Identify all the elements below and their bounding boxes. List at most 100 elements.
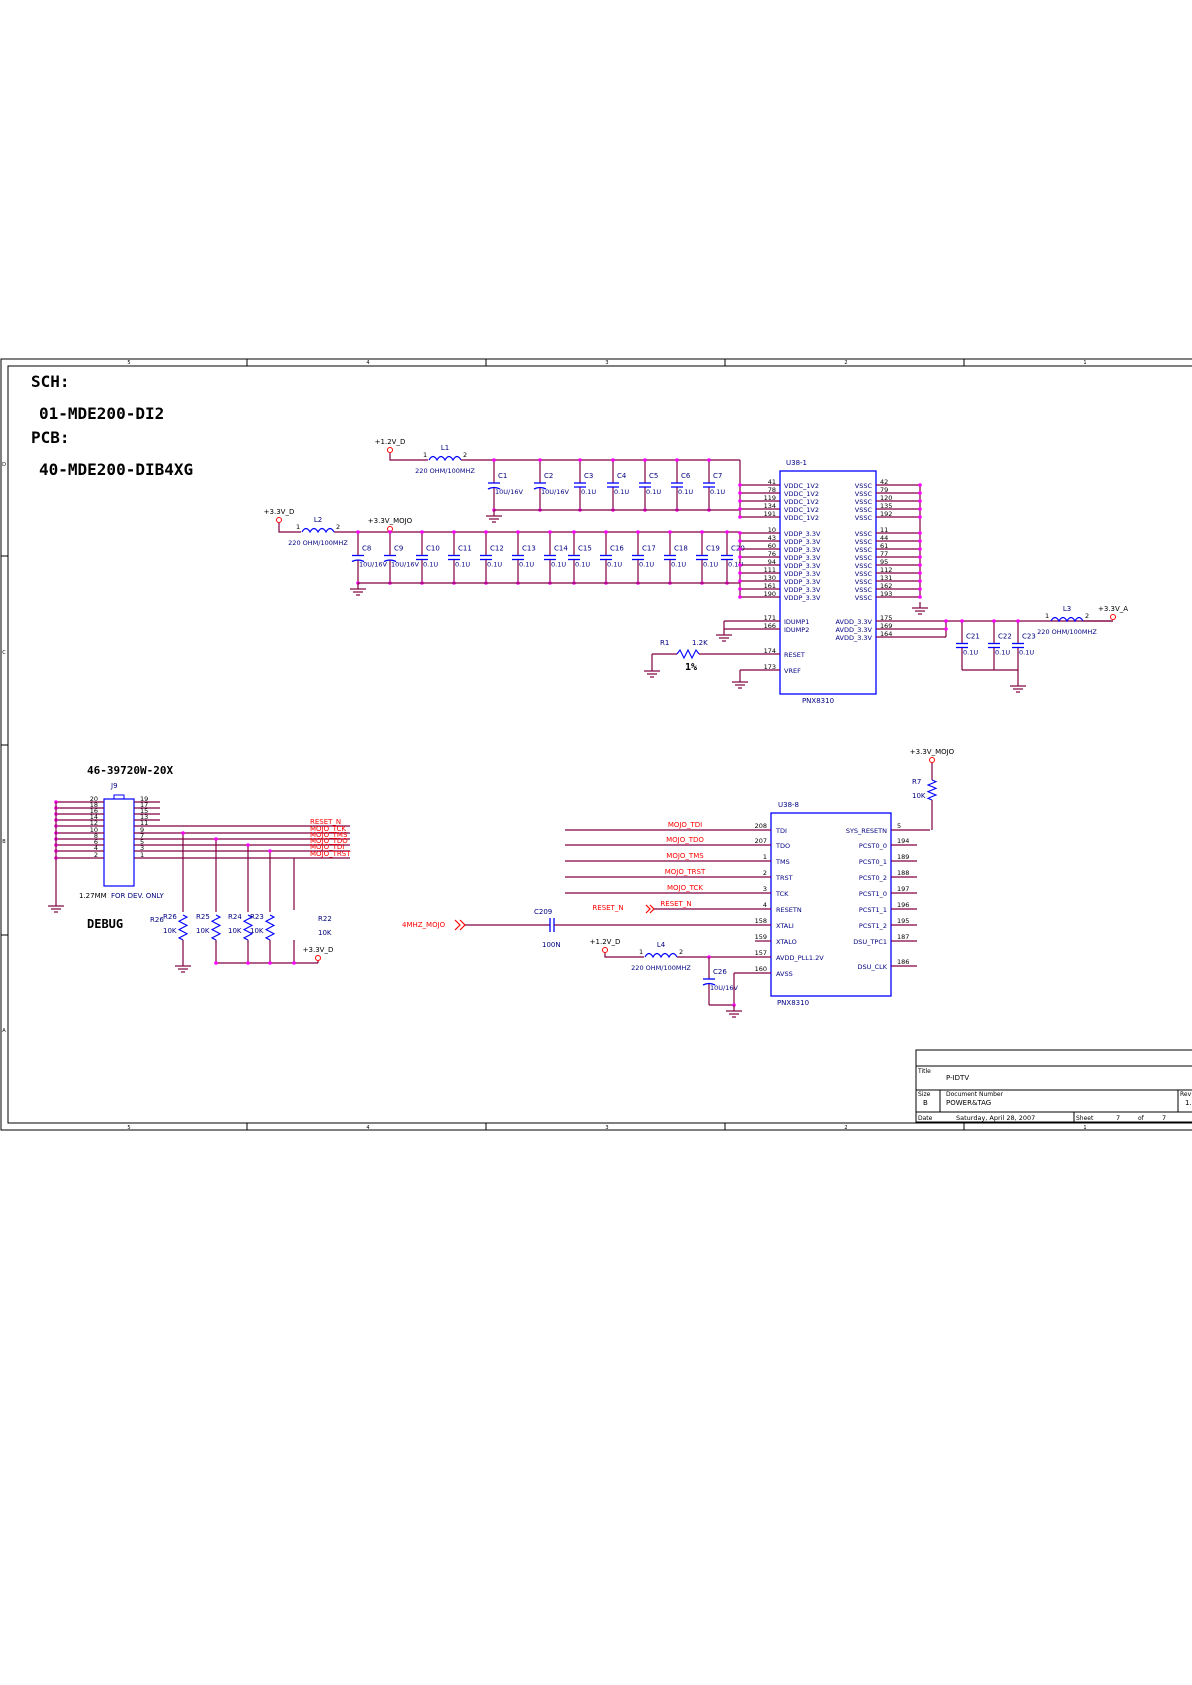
cap-ref: C12 [490, 545, 504, 553]
resistor-value: 10K [196, 927, 210, 935]
pin-number: 162 [880, 582, 892, 590]
pin-number: 60 [768, 542, 776, 550]
pin-number: 189 [897, 853, 909, 861]
pin-number: 196 [897, 901, 909, 909]
rev-label: Rev [1180, 1091, 1192, 1098]
pin-number: 161 [764, 582, 776, 590]
inductor-ref: L1 [441, 444, 449, 452]
of-label: of [1138, 1115, 1145, 1122]
pin-name: PCST0_2 [859, 874, 887, 882]
docnum-label: Document Number [946, 1091, 1004, 1098]
wire [604, 953, 644, 958]
resistor-ref: R26 [163, 913, 177, 921]
zone-row-label: D [2, 462, 6, 468]
title-value: P-IDTV [946, 1074, 969, 1082]
cap-value: 0.1U [581, 488, 596, 496]
cap-value: 0.1U [703, 561, 718, 569]
pin-number: 186 [897, 958, 909, 966]
resistor-zigzag [210, 914, 222, 941]
sheet-value: 7 [1116, 1114, 1120, 1122]
cap-value: 0.1U [487, 561, 502, 569]
pin-number: 42 [880, 478, 888, 486]
junction-dot [492, 458, 496, 462]
pin-number: 197 [897, 885, 909, 893]
sheets-value: 7 [1162, 1114, 1166, 1122]
junction-dot [484, 530, 488, 534]
junction-dot [738, 531, 742, 535]
junction-dot [738, 507, 742, 511]
resistor-ref: R24 [228, 913, 242, 921]
zone-column-label: 3 [605, 360, 608, 366]
cap-ref: C7 [713, 472, 722, 480]
pcb-number: 40-MDE200-DIB4XG [39, 460, 194, 479]
pin-name: TMS [775, 858, 790, 866]
pin-number: 171 [764, 614, 776, 622]
zone-column-label: 4 [366, 1125, 369, 1131]
pin-name: AVSS [776, 970, 793, 978]
pin-number: 175 [880, 614, 892, 622]
resistor-ref: R1 [660, 639, 669, 647]
pin-number: 9 [140, 826, 144, 834]
pin-number: 2 [463, 451, 467, 459]
pin-number: 11 [880, 526, 888, 534]
cap-ref: C21 [966, 633, 980, 641]
pin-number: 1 [140, 851, 144, 859]
cap-ref: C8 [362, 545, 371, 553]
pin-number: 11 [140, 819, 148, 827]
tolerance-label: 1% [685, 662, 697, 673]
cap-value: 0.1U [678, 488, 693, 496]
pin-name: VSSC [855, 482, 873, 490]
pin-number: 77 [880, 550, 888, 558]
junction-dot [918, 507, 922, 511]
resistor-ref: R26 [150, 916, 164, 924]
pin-number: 173 [764, 663, 776, 671]
pin-name: VDDP_3.3V [784, 546, 821, 554]
zone-column-label: 2 [844, 360, 847, 366]
net-label: MOJO_TDO [666, 836, 704, 844]
rev-value: 1. [1185, 1099, 1192, 1107]
pin-number: 2 [679, 948, 683, 956]
pin-number: 7 [140, 832, 144, 840]
junction-dot [725, 530, 729, 534]
inductor-ref: L2 [314, 516, 322, 524]
pin-name: VSSC [855, 578, 873, 586]
pin-number: 190 [764, 590, 776, 598]
cap-ref: C23 [1022, 633, 1036, 641]
zone-row-label: A [2, 1028, 6, 1034]
pin-name: DSU_TPC1 [853, 938, 887, 946]
pin-number: 3 [140, 844, 144, 852]
pin-number: 10 [90, 826, 98, 834]
resistor-zigzag [242, 914, 254, 941]
net-label: MOJO_TCK [310, 825, 346, 833]
resistor-zigzag [264, 914, 276, 941]
junction-dot [604, 530, 608, 534]
pin-number: 13 [140, 813, 148, 821]
junction-dot [214, 837, 218, 841]
pin-name: VDDC_1V2 [784, 514, 819, 522]
sheet-label: Sheet [1076, 1115, 1094, 1122]
zone-column-label: 3 [605, 1125, 608, 1131]
junction-dot [944, 627, 948, 631]
cap-value: 0.1U [671, 561, 686, 569]
docnum-value: POWER&TAG [946, 1099, 991, 1107]
junction-dot [918, 483, 922, 487]
pin-number: 94 [768, 558, 776, 566]
cap-value: 10U/16V [541, 488, 569, 496]
power-net-label: +1.2V_D [590, 938, 621, 946]
pin-name: VSSC [855, 546, 873, 554]
u38-8-body [770, 812, 892, 997]
resistor-value: 10K [318, 929, 332, 937]
junction-dot [700, 530, 704, 534]
junction-dot [738, 547, 742, 551]
cap-ref: C3 [584, 472, 593, 480]
zone-row-label: B [2, 839, 6, 845]
cap-ref: C2 [544, 472, 553, 480]
inductor-coil [644, 952, 678, 959]
pin-number: 14 [90, 813, 98, 821]
cap-value: 0.1U [1019, 649, 1034, 657]
pin-name: VREF [784, 667, 801, 675]
size-label: Size [918, 1091, 931, 1098]
pin-number: 191 [764, 510, 776, 518]
resistor-value: 1.2K [692, 639, 708, 647]
pin-number: 208 [755, 822, 767, 830]
